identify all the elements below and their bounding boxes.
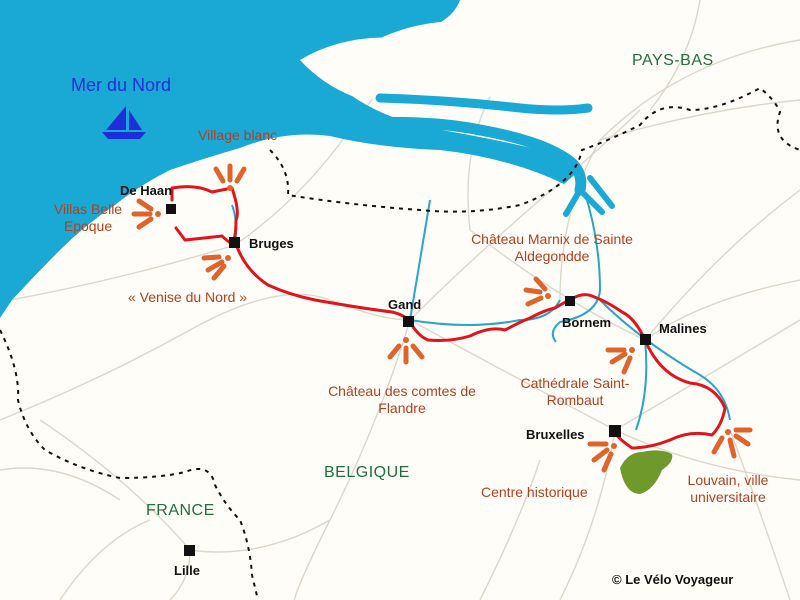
poi-label-cathedrale: Cathédrale Saint-Rombaut — [520, 375, 630, 408]
cycling-route — [170, 185, 727, 450]
poi-label-venise-du-nord: « Venise du Nord » — [128, 289, 248, 305]
scheldt-estuary — [324, 116, 587, 196]
poi-label-chateau-marnix: Château Marnix de Sainte Aldegondde — [471, 231, 633, 264]
map-credit: © Le Vélo Voyageur — [612, 572, 734, 587]
city-label-gand: Gand — [388, 297, 422, 312]
city-label-bornem: Bornem — [562, 315, 612, 330]
zeeland-island — [372, 21, 548, 43]
city-label-malines: Malines — [659, 321, 707, 336]
city-square-marker — [166, 204, 651, 556]
forest-area — [620, 450, 673, 494]
poi-label-village-blanc: Village blanc — [198, 127, 278, 143]
city-label-bruges: Bruges — [249, 236, 294, 251]
poi-label-louvain: Louvain, ville universitaire — [687, 472, 769, 505]
city-label-de-haan: De Haan — [120, 183, 173, 198]
country-borders — [0, 86, 800, 600]
sailboat-icon — [102, 106, 146, 139]
sea-label: Mer du Nord — [71, 75, 172, 95]
zeeland-island — [300, 37, 595, 104]
north-sea — [0, 0, 580, 318]
poi-label-villas-belle-epoque: Villas Belle Epoque — [53, 201, 123, 234]
poi-label-centre-historique: Centre historique — [481, 484, 588, 500]
country-label-belgium: BELGIQUE — [324, 464, 410, 481]
poi-burst-marker — [131, 163, 753, 473]
rivers — [231, 189, 731, 431]
country-label-netherlands: PAYS-BAS — [632, 52, 714, 69]
city-label-lille: Lille — [174, 563, 201, 578]
poi-label-chateau-comtes: Château des comtes de Flandre — [328, 383, 476, 416]
oosterschelde — [375, 93, 593, 115]
city-label-bruxelles: Bruxelles — [526, 427, 585, 442]
country-label-france: FRANCE — [146, 502, 215, 519]
canal-to-antwerp — [563, 175, 615, 217]
